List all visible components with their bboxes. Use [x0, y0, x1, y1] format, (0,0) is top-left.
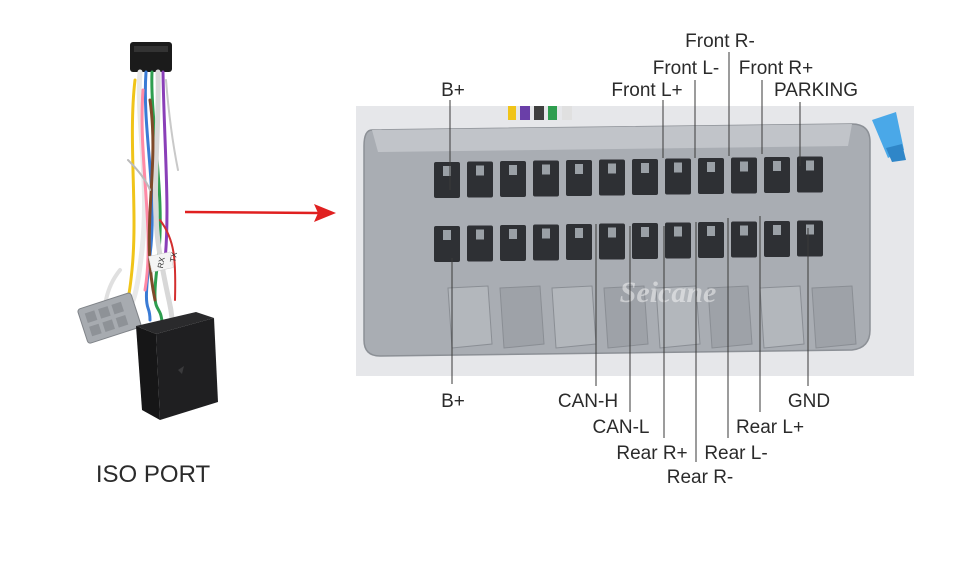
label-rear-l-minus: Rear L-: [704, 443, 767, 464]
harness-grey-connector: [77, 292, 142, 344]
pin-cavity-bottom: [632, 223, 658, 259]
pin-cavity-top: [500, 161, 526, 197]
pin-labels: B+ Front L+ Front L- Front R- Front R+ P…: [441, 31, 858, 488]
harness-tag-rx: RX: [156, 256, 167, 269]
pin-cavity-top: [533, 160, 559, 197]
pin-cavity-top: [797, 156, 823, 193]
pin-contact-top: [806, 160, 814, 171]
pin-cavity-bottom: [731, 221, 757, 258]
pin-cavity-bottom: [566, 224, 592, 260]
pin-cavity-bottom: [764, 221, 790, 257]
label-front-r-minus: Front R-: [685, 31, 755, 52]
pin-cavity-top: [698, 158, 724, 194]
pin-cavity-bottom: [533, 224, 559, 261]
pin-cavity-top: [632, 159, 658, 195]
pin-cavity-bottom: [434, 226, 460, 262]
pin-contact-top: [641, 163, 649, 173]
pin-contact-bottom: [575, 228, 583, 238]
pin-contact-bottom: [806, 224, 814, 235]
pin-row-top: [434, 156, 823, 198]
pin-contact-bottom: [476, 229, 484, 240]
harness-tag: [148, 251, 174, 273]
decoder-box: [136, 312, 218, 420]
pin-cavity-bottom: [797, 220, 823, 257]
pin-cavity-top: [665, 158, 691, 195]
pin-contact-top: [542, 164, 550, 175]
label-rear-l-plus: Rear L+: [736, 417, 804, 438]
connector-blade: [811, 285, 857, 349]
pin-contact-bottom: [443, 230, 451, 240]
pin-contact-top: [608, 163, 616, 174]
label-parking: PARKING: [774, 80, 858, 101]
wiring-harness: RX TX: [77, 42, 218, 420]
pin-cavity-top: [599, 159, 625, 196]
connector-photo: Seicane: [356, 106, 914, 376]
pin-cavity-bottom: [599, 223, 625, 260]
pin-cavity-top: [764, 157, 790, 193]
connector-blade: [707, 285, 753, 349]
pin-cavity-top: [731, 157, 757, 194]
pin-contact-bottom: [641, 227, 649, 237]
connector-blade: [447, 285, 493, 349]
pin-cavity-bottom: [500, 225, 526, 261]
pin-cavity-bottom: [665, 222, 691, 259]
harness-tag-tx: TX: [168, 251, 179, 263]
label-front-r-plus: Front R+: [739, 58, 813, 79]
pin-contact-bottom: [608, 227, 616, 238]
label-b-plus-top: B+: [441, 80, 465, 101]
label-b-plus-bottom: B+: [441, 391, 465, 412]
label-front-l-plus: Front L+: [611, 80, 682, 101]
pin-contact-top: [575, 164, 583, 174]
pin-contact-top: [476, 165, 484, 176]
label-gnd: GND: [788, 391, 830, 412]
connector-blade: [655, 285, 701, 349]
pin-contact-top: [674, 162, 682, 173]
label-rear-r-plus: Rear R+: [616, 443, 687, 464]
watermark: Seicane: [620, 276, 717, 309]
pin-row-bottom: [434, 220, 823, 262]
label-can-h: CAN-H: [558, 391, 618, 412]
pin-contact-top: [443, 166, 451, 176]
pin-cavity-top: [434, 162, 460, 198]
connector-blade: [551, 285, 597, 349]
pin-contact-top: [740, 161, 748, 172]
pin-contact-bottom: [509, 229, 517, 239]
label-can-l: CAN-L: [592, 417, 649, 438]
connector-blades: [447, 285, 857, 349]
leader-lines: [449, 52, 809, 462]
connector-blade: [759, 285, 805, 349]
pin-contact-bottom: [674, 226, 682, 237]
pin-contact-bottom: [773, 225, 781, 235]
pin-contact-top: [509, 165, 517, 175]
pin-contact-bottom: [542, 228, 550, 239]
pin-cavity-top: [467, 161, 493, 198]
label-rear-r-minus: Rear R-: [667, 467, 734, 488]
connector-blade: [499, 285, 545, 349]
pin-contact-bottom: [740, 225, 748, 236]
pin-contact-top: [707, 162, 715, 172]
label-front-l-minus: Front L-: [653, 58, 720, 79]
pin-cavity-bottom: [467, 225, 493, 262]
pin-cavity-bottom: [698, 222, 724, 258]
pin-contact-top: [773, 161, 781, 171]
direction-arrow: [184, 204, 336, 222]
connector-blade: [603, 285, 649, 349]
wire-bundle: [104, 69, 179, 324]
iso-port-caption: ISO PORT: [96, 461, 211, 488]
pin-contact-bottom: [707, 226, 715, 236]
rear-wires: [508, 106, 906, 162]
pin-cavity-top: [566, 160, 592, 196]
